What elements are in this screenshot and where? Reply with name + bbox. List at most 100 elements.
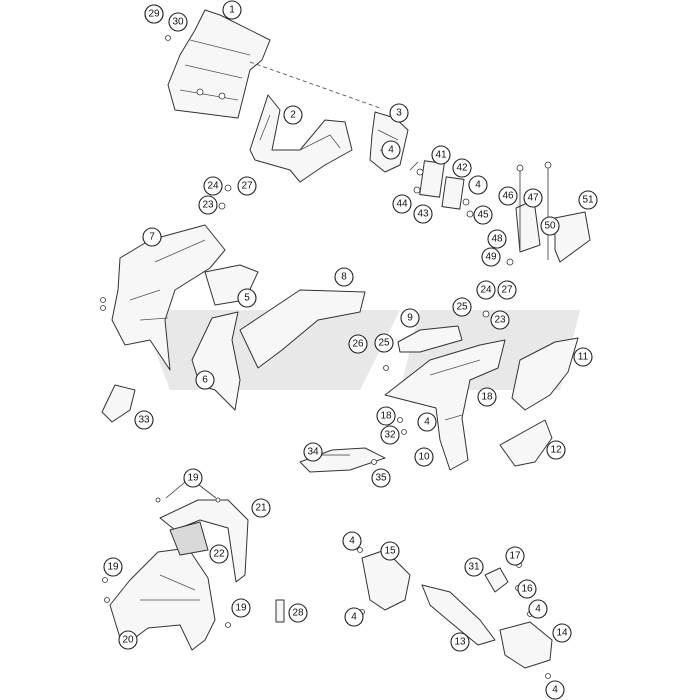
- callout-label: 41: [435, 150, 447, 161]
- callout-label: 4: [349, 536, 355, 547]
- callout-8: 8: [334, 267, 354, 287]
- callout-label: 18: [481, 392, 493, 403]
- callout-6: 6: [195, 370, 215, 390]
- callout-label: 7: [149, 232, 155, 243]
- callout-14: 14: [552, 623, 572, 643]
- callout-15: 15: [380, 541, 400, 561]
- callout-label: 29: [148, 9, 160, 20]
- callout-label: 19: [187, 473, 199, 484]
- callout-35: 35: [371, 468, 391, 488]
- callout-label: 28: [292, 608, 304, 619]
- callout-4: 4: [381, 140, 401, 160]
- callout-label: 35: [375, 473, 387, 484]
- callout-label: 44: [396, 199, 408, 210]
- callout-4: 4: [344, 607, 364, 627]
- callout-4: 4: [417, 412, 437, 432]
- callout-21: 21: [251, 498, 271, 518]
- right-side-cowl-part: [384, 339, 506, 471]
- callout-23: 23: [490, 310, 510, 330]
- reflector-part: [275, 599, 285, 623]
- callout-32: 32: [380, 425, 400, 445]
- tail-cover-part: [299, 447, 386, 473]
- callout-45: 45: [473, 205, 493, 225]
- callout-43: 43: [413, 204, 433, 224]
- callout-label: 1: [229, 5, 235, 16]
- callout-label: 5: [244, 293, 250, 304]
- callout-5: 5: [237, 288, 257, 308]
- radiator-spoiler-part: [511, 337, 579, 411]
- callout-17: 17: [505, 546, 525, 566]
- callout-7: 7: [142, 227, 162, 247]
- windscreen-part: [167, 9, 271, 119]
- callout-label: 20: [122, 635, 134, 646]
- callout-10: 10: [414, 447, 434, 467]
- callout-47: 47: [523, 188, 543, 208]
- callout-27: 27: [497, 280, 517, 300]
- callout-2: 2: [283, 105, 303, 125]
- callout-label: 19: [235, 603, 247, 614]
- callout-label: 14: [556, 628, 568, 639]
- fuel-tank-cover-part: [397, 325, 463, 353]
- callout-31: 31: [464, 557, 484, 577]
- left-side-cowl-part: [111, 224, 226, 371]
- callout-label: 4: [351, 612, 357, 623]
- callout-label: 32: [384, 430, 396, 441]
- callout-label: 10: [418, 452, 430, 463]
- callout-19: 19: [231, 598, 251, 618]
- callout-4: 4: [468, 175, 488, 195]
- callout-9: 9: [400, 308, 420, 328]
- callout-12: 12: [546, 440, 566, 460]
- callout-label: 24: [480, 285, 492, 296]
- callout-label: 11: [578, 352, 589, 363]
- callout-label: 25: [378, 338, 390, 349]
- callout-label: 27: [241, 181, 253, 192]
- windscreen-bracket-part: [249, 94, 353, 183]
- callout-18: 18: [376, 406, 396, 426]
- callout-label: 3: [396, 108, 402, 119]
- callout-label: 24: [207, 181, 219, 192]
- callout-51: 51: [578, 190, 598, 210]
- callout-label: 27: [501, 285, 513, 296]
- callout-label: 48: [491, 234, 503, 245]
- callout-4: 4: [528, 599, 548, 619]
- lower-spoiler-part: [499, 419, 553, 467]
- callout-label: 4: [552, 685, 558, 696]
- callout-label: 15: [384, 546, 396, 557]
- instrument-parts: [413, 160, 474, 218]
- callout-label: 45: [477, 210, 489, 221]
- callout-label: 9: [407, 313, 413, 324]
- callout-label: 16: [521, 584, 533, 595]
- callout-25: 25: [452, 297, 472, 317]
- callout-44: 44: [392, 194, 412, 214]
- bracket-small-part: [484, 567, 509, 593]
- callout-18: 18: [477, 387, 497, 407]
- callout-34: 34: [303, 442, 323, 462]
- callout-label: 23: [494, 315, 506, 326]
- callout-41: 41: [431, 145, 451, 165]
- chain-guard-part: [421, 584, 496, 646]
- callout-label: 19: [107, 562, 119, 573]
- callout-label: 49: [485, 252, 497, 263]
- tank-spoiler-part: [239, 289, 366, 369]
- callout-label: 33: [138, 415, 150, 426]
- callout-46: 46: [498, 186, 518, 206]
- callout-11: 11: [573, 347, 593, 367]
- callout-24: 24: [203, 176, 223, 196]
- callout-label: 30: [172, 17, 184, 28]
- callout-49: 49: [481, 247, 501, 267]
- callout-4: 4: [342, 531, 362, 551]
- callout-50: 50: [540, 216, 560, 236]
- callout-label: 4: [475, 180, 481, 191]
- steering-bracket-parts: [506, 161, 591, 266]
- callout-25: 25: [374, 333, 394, 353]
- skid-cover-part: [499, 621, 553, 669]
- callout-26: 26: [348, 334, 368, 354]
- callout-13: 13: [450, 632, 470, 652]
- callout-label: 4: [535, 604, 541, 615]
- callout-label: 2: [290, 110, 296, 121]
- callout-27: 27: [237, 176, 257, 196]
- callout-label: 21: [255, 503, 267, 514]
- callout-29: 29: [144, 4, 164, 24]
